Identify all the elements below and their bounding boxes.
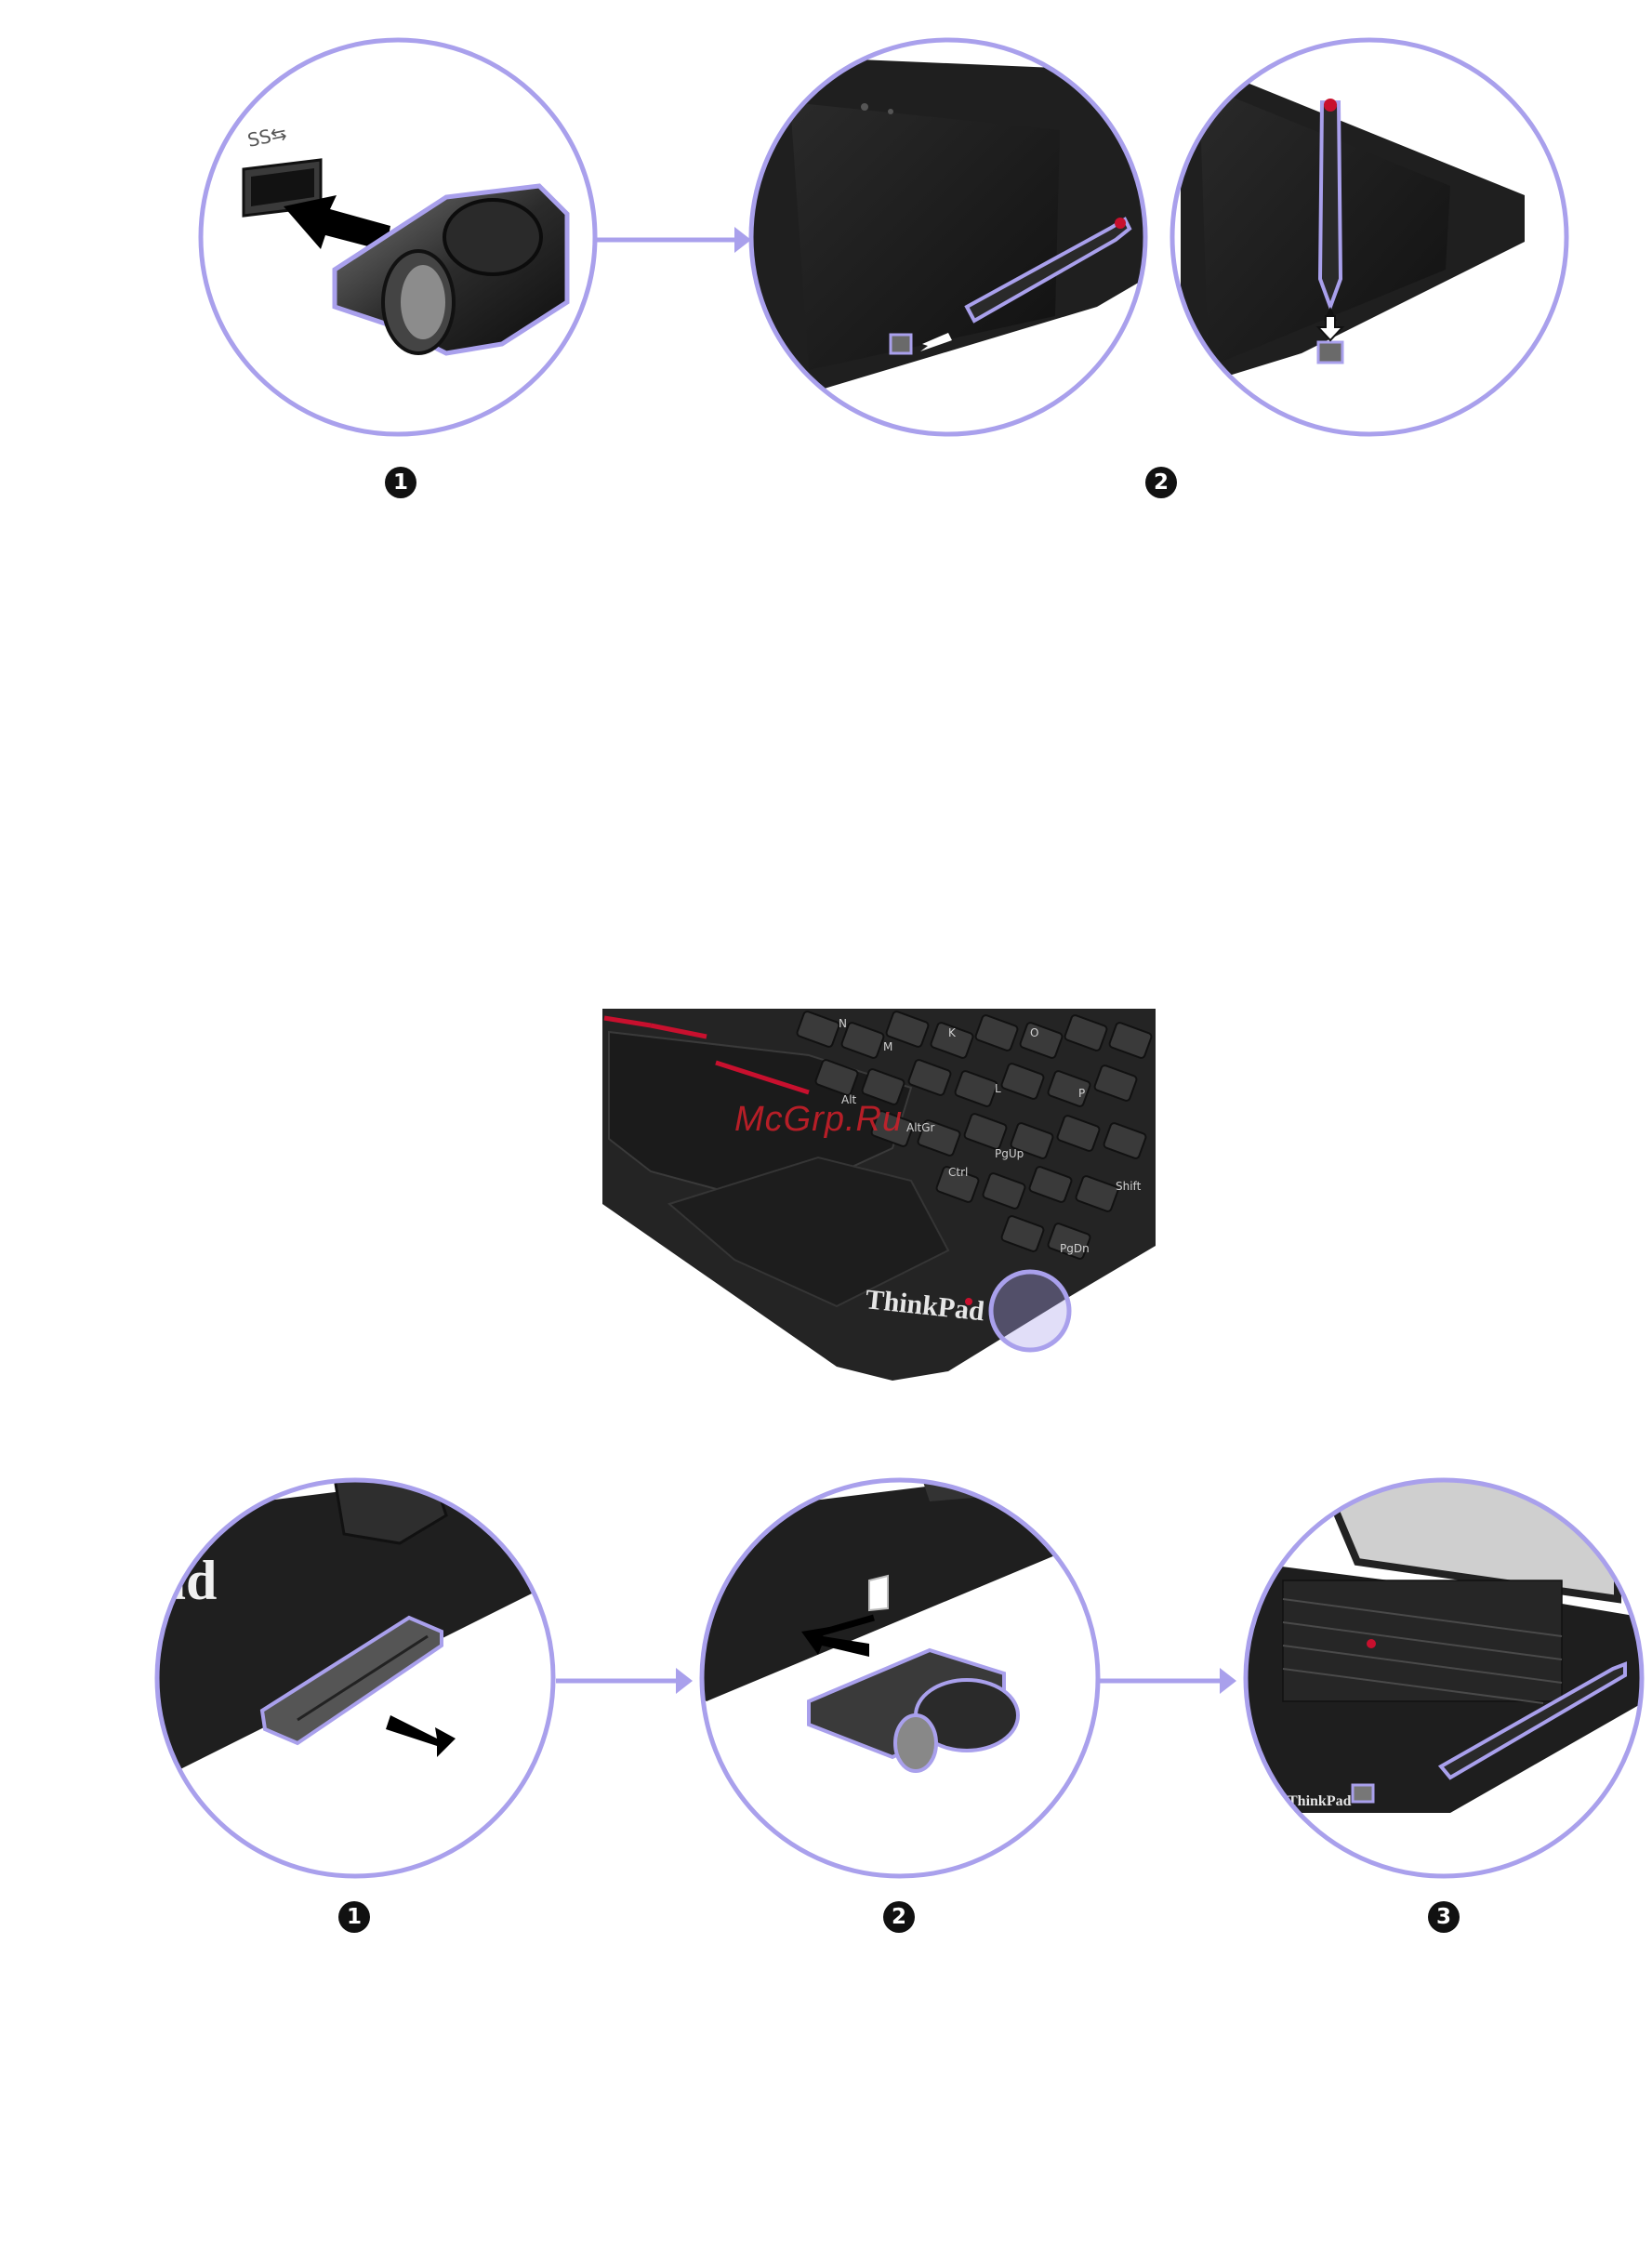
connector-arrow-icon (734, 227, 751, 253)
key-label: AltGr (906, 1121, 935, 1134)
key-label: N (839, 1017, 847, 1030)
key-label: P (1078, 1087, 1085, 1100)
key-label: O (1030, 1026, 1038, 1039)
figure-pen-holder-install: SS⇆ (0, 0, 1652, 521)
key-label: M (883, 1040, 892, 1053)
step-label-3: 3 (1428, 1901, 1460, 1933)
figure-pen-slot-location: N M K L O P Alt AltGr Ctrl PgUp PgDn Shi… (0, 1009, 1652, 1399)
step3-circle: ThinkPad (1236, 1469, 1652, 1897)
key-label: Ctrl (948, 1166, 968, 1179)
connector-arrow-icon (676, 1668, 693, 1694)
key-label: K (948, 1026, 957, 1039)
step2-circle (693, 1469, 1111, 1897)
figure-3-illustration: ad (0, 1460, 1652, 1897)
step1-circle: ad (149, 1469, 576, 1897)
key-label: PgUp (995, 1147, 1024, 1160)
key-label: PgDn (1060, 1242, 1090, 1255)
step2b-circle (1167, 28, 1585, 456)
figure-pen-holder-remove: ad (0, 1460, 1652, 1952)
logo-dot-icon (965, 1298, 972, 1305)
figure-2-illustration: N M K L O P Alt AltGr Ctrl PgUp PgDn Shi… (0, 1009, 1652, 1399)
watermark: McGrp.Ru (734, 1100, 903, 1140)
step-label-2: 2 (1145, 467, 1177, 498)
key-label: Shift (1116, 1180, 1142, 1193)
trackpoint-icon (1367, 1639, 1376, 1648)
figure-1-illustration: SS⇆ (0, 0, 1652, 521)
connector-arrow-icon (1220, 1668, 1236, 1694)
step-label-1: 1 (385, 467, 416, 498)
step-label-1: 1 (338, 1901, 370, 1933)
pen-slot-highlight (991, 1272, 1069, 1350)
step-label-2: 2 (883, 1901, 915, 1933)
thinkpad-logo: ThinkPad (1288, 1793, 1352, 1809)
key-label: L (995, 1082, 1001, 1095)
step1-circle: SS⇆ (186, 28, 614, 456)
thinkpad-logo-partial: ad (158, 1550, 217, 1611)
